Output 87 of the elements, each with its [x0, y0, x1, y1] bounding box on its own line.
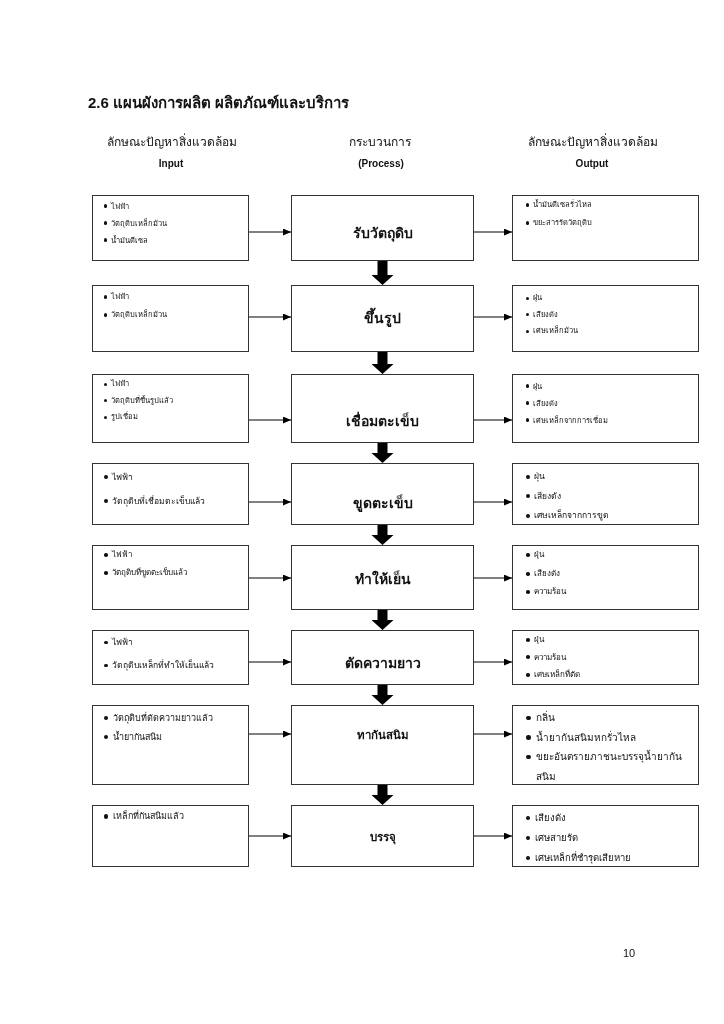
input-box: [92, 195, 249, 261]
output-box: [512, 705, 699, 785]
input-box: [92, 630, 249, 685]
output-box: [512, 285, 699, 352]
block-arrow: [371, 685, 394, 705]
list-text: น้ำยากันสนิม: [112, 730, 162, 744]
arrow: [473, 228, 513, 236]
list-text: ไฟฟ้า: [111, 549, 132, 561]
list-text: เศษเหล็กจากการขูด: [534, 508, 610, 523]
process-box: [291, 630, 474, 685]
input-box: [92, 463, 249, 525]
list-text: เศษสายรัด: [535, 831, 578, 845]
block-arrow: [371, 785, 394, 805]
arrow: [473, 498, 513, 506]
input-box: [92, 285, 249, 352]
process-box: [291, 195, 474, 261]
list-text: วัตถุดิบเหล็กที่ทำให้เย็นแล้ว: [112, 658, 215, 673]
list-text: เสียงดัง: [534, 489, 562, 503]
list-text: เศษเหล็กที่ชำรุดเสียหาย: [535, 850, 631, 866]
arrow: [248, 832, 292, 840]
arrow: [248, 313, 292, 321]
step-label: ขูดตะเข็บ: [352, 493, 413, 514]
list-text: ไฟฟ้า: [112, 636, 134, 649]
step-label: ขึ้นรูป: [364, 307, 401, 329]
list-text: ฝุ่น: [533, 549, 544, 561]
output-box: [512, 195, 699, 261]
list-text: เศษเหล็กที่ตัด: [533, 668, 580, 681]
output-box: [512, 630, 699, 685]
arrow: [248, 498, 292, 506]
input-box: [92, 805, 249, 867]
step-label: เชื่อมตะเข็บ: [346, 410, 419, 431]
process-box: [291, 805, 474, 867]
step-label: รับวัตถุดิบ: [352, 224, 413, 244]
arrow: [473, 313, 513, 321]
step-label: ตัดความยาว: [344, 654, 421, 673]
list-text: เสียงดัง: [533, 567, 560, 580]
list-text: เสียงดัง: [535, 811, 566, 825]
output-box: [512, 805, 699, 867]
arrow: [473, 658, 513, 666]
list-text: ขยะอันตรายภาชนะบรรจุน้ำยากันสนิม: [535, 748, 683, 784]
column-subheading: (Process): [358, 157, 404, 169]
list-text: ฝุ่น: [533, 634, 544, 646]
list-text: เหล็กที่กันสนิมแล้ว: [112, 809, 184, 823]
page-title: 2.6 แผนผังการผลิต ผลิตภัณฑ์และบริการ: [88, 93, 350, 113]
input-box: [92, 374, 249, 443]
block-arrow: [371, 443, 394, 463]
process-box: [291, 463, 474, 525]
arrow: [473, 730, 513, 738]
list-text: ไฟฟ้า: [112, 471, 134, 484]
step-label: ทำให้เย็น: [354, 569, 411, 589]
arrow: [248, 228, 292, 236]
page-number: 10: [622, 947, 636, 959]
step-label: บรรจุ: [369, 830, 396, 846]
output-box: [512, 463, 699, 525]
arrow: [473, 832, 513, 840]
output-box: [512, 374, 699, 443]
process-box: [291, 285, 474, 352]
arrow: [473, 416, 513, 424]
arrow: [248, 658, 292, 666]
list-text: ความร้อน: [533, 586, 566, 598]
list-text: ฝุ่น: [534, 470, 546, 484]
process-box: [291, 705, 474, 785]
list-text: วัตถุดิบที่เชื่อมตะเข็บแล้ว: [112, 494, 206, 509]
arrow: [248, 730, 292, 738]
column-subheading: Output: [575, 157, 609, 169]
block-arrow: [371, 261, 394, 285]
list-text: วัตถุดิบที่ตัดความยาวแล้ว: [112, 711, 213, 726]
list-text: น้ำยากันสนิมหกรั่วไหล: [535, 729, 636, 745]
output-box: [512, 545, 699, 610]
process-box: [291, 374, 474, 443]
column-subheading: Input: [158, 157, 184, 169]
column-heading: ลักษณะปัญหาสิ่งแวดล้อม: [528, 132, 658, 151]
arrow: [248, 574, 292, 582]
input-box: [92, 545, 249, 610]
process-box: [291, 545, 474, 610]
column-heading: ลักษณะปัญหาสิ่งแวดล้อม: [107, 132, 237, 151]
input-box: [92, 705, 249, 785]
arrow: [248, 416, 292, 424]
list-text: ความร้อน: [533, 651, 566, 664]
column-heading: กระบวนการ: [349, 133, 411, 151]
list-text: วัตถุดิบที่ขูดตะเข็บแล้ว: [111, 566, 187, 580]
arrow: [473, 574, 513, 582]
block-arrow: [371, 525, 394, 545]
step-label: ทากันสนิม: [356, 728, 409, 743]
list-text: กลิ่น: [535, 709, 555, 725]
block-arrow: [371, 352, 394, 374]
block-arrow: [371, 610, 394, 630]
